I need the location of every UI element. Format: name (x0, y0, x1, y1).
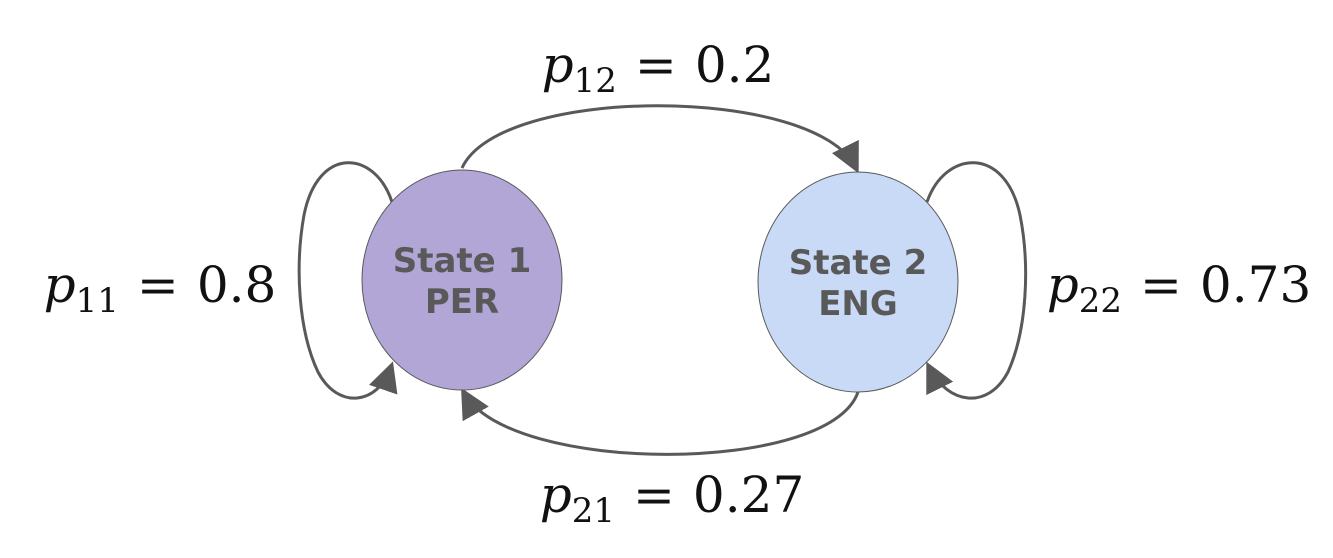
state-2-circle (757, 171, 959, 393)
label-p11-symbol: p (44, 256, 76, 314)
label-p11-equals: = (137, 256, 179, 314)
label-p11-value: 0.8 (197, 256, 277, 314)
label-p12-equals: = (635, 36, 677, 94)
label-p11: p11 = 0.8 (44, 256, 277, 321)
label-p21-subscript: 21 (572, 491, 615, 531)
label-p21-symbol: p (540, 466, 572, 524)
state-1-title: State 1 (393, 241, 532, 281)
state-1-node: State 1 PER (361, 169, 563, 391)
state-1-code: PER (425, 282, 499, 322)
edge-p22 (925, 161, 1028, 400)
label-p22-equals: = (1140, 256, 1182, 314)
label-p12-symbol: p (542, 36, 574, 94)
transition-edges (297, 104, 1028, 456)
edge-p11 (297, 161, 398, 400)
label-p21-equals: = (633, 466, 675, 524)
label-p12-value: 0.2 (695, 36, 775, 94)
edge-p12 (460, 104, 859, 174)
state-1-circle (361, 169, 563, 391)
label-p11-subscript: 11 (76, 281, 119, 321)
state-2-node: State 2 ENG (757, 171, 959, 393)
edge-p21 (461, 387, 860, 456)
label-p12: p12 = 0.2 (542, 36, 775, 101)
label-p22-symbol: p (1047, 256, 1079, 314)
label-p12-subscript: 12 (574, 61, 617, 101)
state-2-code: ENG (818, 284, 898, 324)
label-p22-subscript: 22 (1079, 281, 1122, 321)
label-p21-value: 0.27 (693, 466, 804, 524)
label-p22-value: 0.73 (1200, 256, 1311, 314)
label-p21: p21 = 0.27 (540, 466, 805, 531)
label-p22: p22 = 0.73 (1047, 256, 1312, 321)
state-2-title: State 2 (789, 243, 928, 283)
